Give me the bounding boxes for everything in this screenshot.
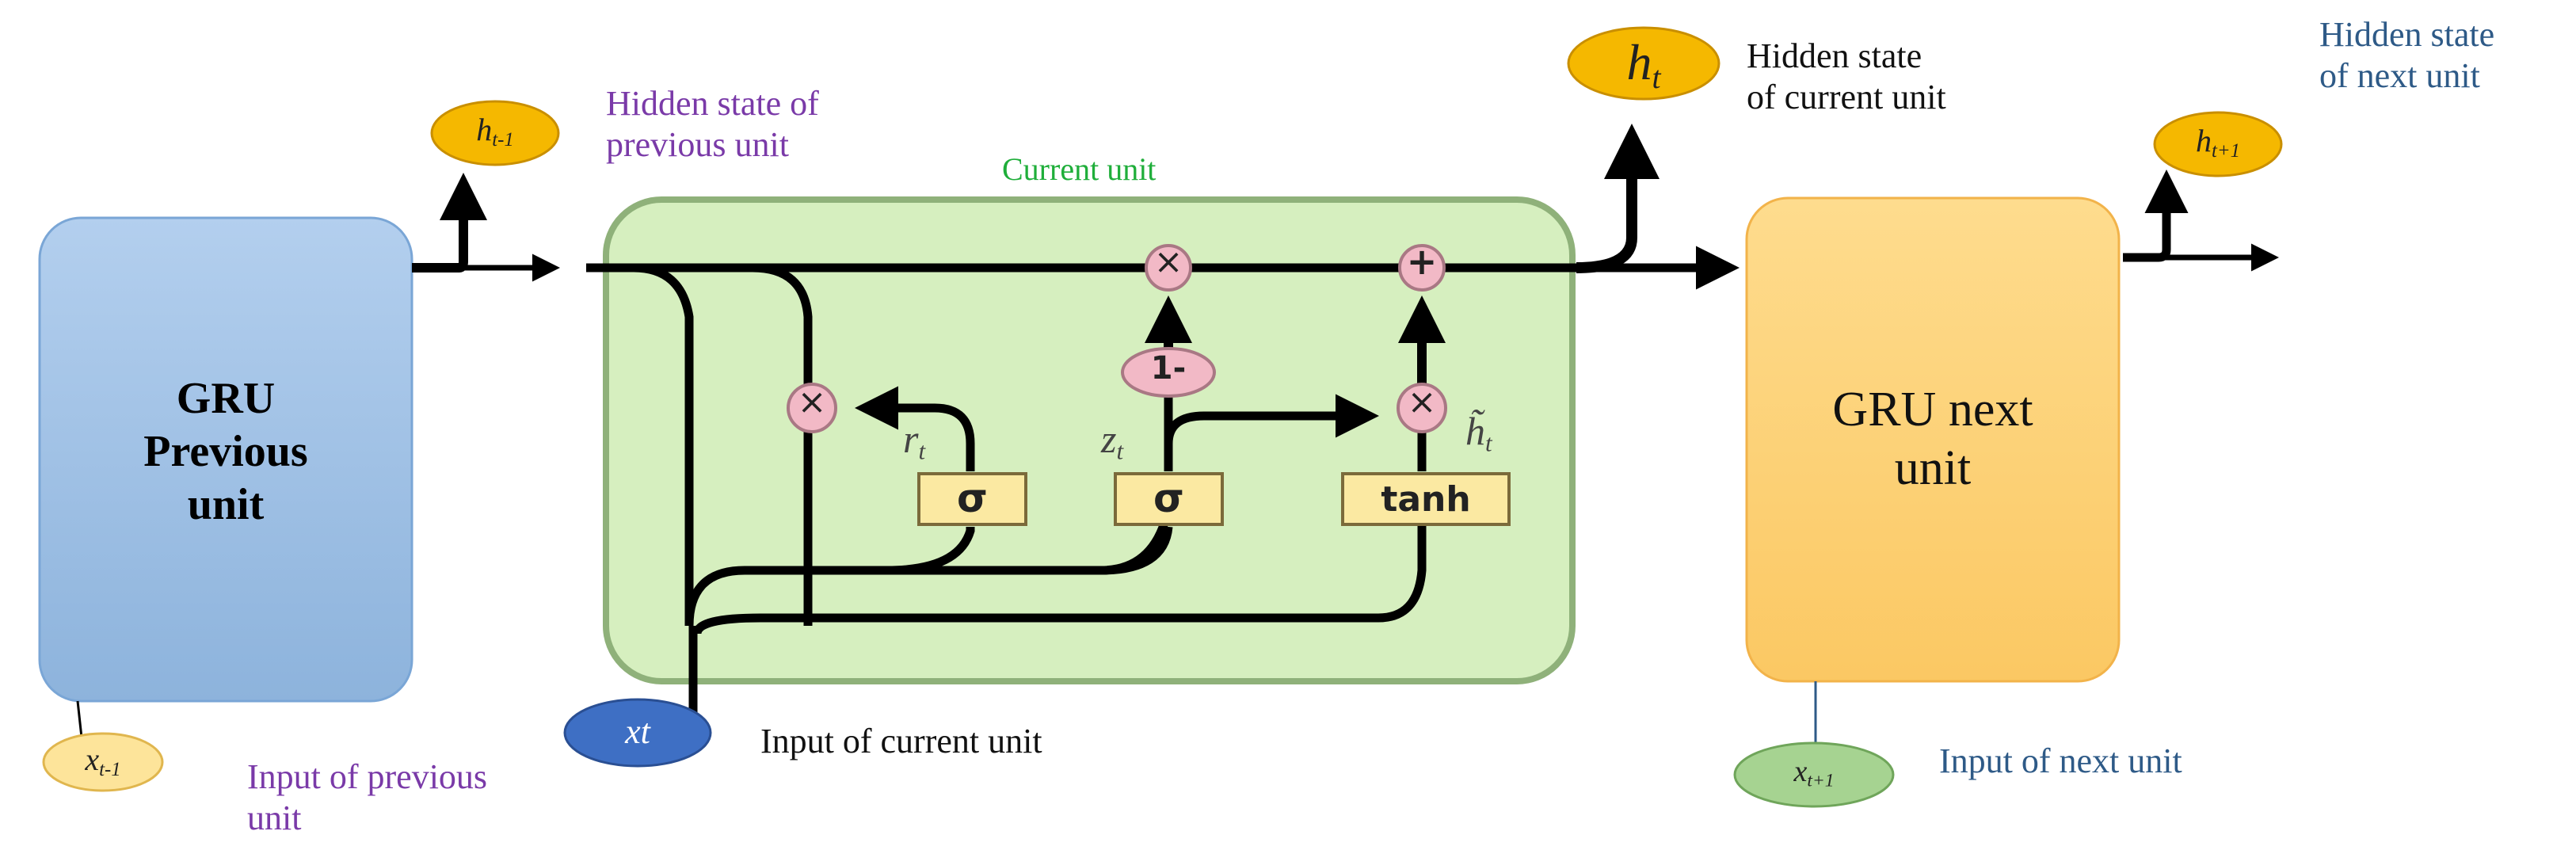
sigma-z-label: σ [1153, 475, 1184, 521]
zt-symbol: zt [1101, 417, 1124, 465]
h-prev-oval [430, 100, 560, 166]
current-unit-panel [603, 196, 1576, 684]
wire-input-bundle-mid [692, 519, 1427, 635]
gru-next-box [1745, 196, 2121, 683]
prev-output-up-arrow [412, 173, 487, 273]
sigma-z-gate [1114, 472, 1224, 526]
htilde-symbol: h̃t [1465, 409, 1492, 457]
input-prev-label: Input of previous unit [247, 757, 488, 837]
wire-to-sigma-z [1100, 526, 1173, 575]
x-next-text: xt+1 [1793, 755, 1835, 791]
sigma-r-label: σ [957, 475, 988, 521]
hidden-state-prev-label: Hidden state of previous unit [606, 84, 819, 164]
hidden-state-next-label: Hidden state of next unit [2319, 15, 2495, 95]
input-next-label: Input of next unit [1939, 741, 2182, 780]
wire-to-sigma-r [886, 527, 975, 575]
wire-left-curve [633, 263, 694, 626]
h-next-oval [2153, 111, 2283, 177]
h-curr-oval [1567, 26, 1721, 101]
add-state-op [1398, 244, 1446, 292]
one-minus-op [1121, 347, 1216, 398]
hidden-state-current-label: Hidden state of current unit [1747, 36, 1946, 116]
h-prev-text: ht-1 [476, 112, 514, 151]
gru-previous-label: GRU Previous unit [143, 374, 308, 530]
gru-previous-box [38, 216, 413, 703]
one-minus-symbol: 1- [1150, 350, 1187, 387]
x-curr-text: xt [625, 712, 650, 751]
wire-reset-branch [752, 263, 813, 626]
x-next-oval [1733, 741, 1895, 808]
h-curr-text: ht [1626, 34, 1661, 96]
next-output-up-arrow [2123, 170, 2189, 262]
x-prev-oval [42, 732, 164, 792]
mult-state-op [1145, 244, 1192, 292]
wire-input-bundle-top [684, 521, 1169, 627]
input-current-label: Input of current unit [760, 722, 1042, 760]
sigma-r-gate [917, 472, 1027, 526]
wire-rt [855, 386, 975, 471]
mult-reset-op [787, 383, 837, 433]
h-next-text: ht+1 [2195, 123, 2241, 162]
gru-next-label: GRU next unit [1832, 383, 2033, 496]
mult-reset-symbol: × [797, 382, 827, 422]
tanh-label: tanh [1381, 479, 1471, 520]
current-unit-label: Current unit [1002, 151, 1157, 187]
current-output-up-arrow [1576, 124, 1660, 273]
tanh-gate [1341, 472, 1511, 526]
add-state-symbol: + [1406, 240, 1438, 283]
mult-state-symbol: × [1153, 242, 1183, 282]
x-prev-text: xt-1 [85, 741, 121, 780]
x-curr-oval [563, 698, 712, 768]
mult-candidate-op [1397, 383, 1447, 433]
rt-symbol: rt [903, 417, 926, 465]
mult-candidate-symbol: × [1407, 382, 1437, 422]
